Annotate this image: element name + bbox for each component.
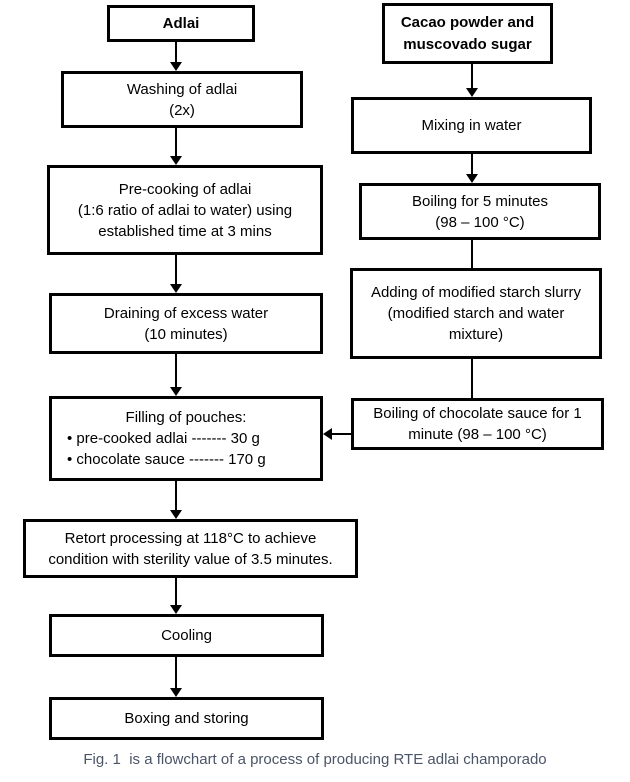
node-adding-modified-starch-slurry: Adding of modified starch slurry (modifi…: [350, 268, 602, 359]
line-boiling-to-adding: [471, 240, 473, 268]
node-draining-of-excess-water: Draining of excess water (10 minutes): [49, 293, 323, 354]
node-filling-of-pouches: Filling of pouches: • pre-cooked adlai -…: [49, 396, 323, 481]
arrow-mixing-to-boiling-icon: [466, 154, 478, 183]
node-boxing-and-storing: Boxing and storing: [49, 697, 324, 740]
node-cooling: Cooling: [49, 614, 324, 657]
filling-item-precooked-adlai: • pre-cooked adlai ------- 30 g: [67, 430, 260, 447]
line-adding-to-boiling-chocolate: [471, 359, 473, 398]
arrow-filling-to-retort-icon: [170, 481, 182, 519]
arrow-washing-to-precooking-icon: [170, 128, 182, 165]
arrow-adlai-to-washing-icon: [170, 42, 182, 71]
node-adlai-header: Adlai: [107, 5, 255, 42]
arrow-draining-to-filling-icon: [170, 354, 182, 396]
figure-caption: Fig. 1 is a flowchart of a process of pr…: [83, 751, 547, 768]
node-retort-processing: Retort processing at 118°C to achieve co…: [23, 519, 358, 578]
arrow-cacao-to-mixing-icon: [466, 64, 478, 97]
arrow-precooking-to-draining-icon: [170, 255, 182, 293]
node-washing-of-adlai: Washing of adlai (2x): [61, 71, 303, 128]
node-boiling-chocolate-sauce: Boiling of chocolate sauce for 1 minute …: [351, 398, 604, 450]
node-mixing-in-water: Mixing in water: [351, 97, 592, 154]
arrow-retort-to-cooling-icon: [170, 578, 182, 614]
node-boiling-5-minutes: Boiling for 5 minutes (98 – 100 °C): [359, 183, 601, 240]
node-pre-cooking-of-adlai: Pre-cooking of adlai (1:6 ratio of adlai…: [47, 165, 323, 255]
arrow-boiling-chocolate-to-filling-icon: [323, 428, 351, 440]
arrow-cooling-to-boxing-icon: [170, 657, 182, 697]
filling-item-chocolate-sauce: • chocolate sauce ------- 170 g: [67, 451, 266, 468]
node-cacao-header: Cacao powder and muscovado sugar: [382, 3, 553, 64]
filling-pouches-title: Filling of pouches:: [125, 409, 247, 426]
